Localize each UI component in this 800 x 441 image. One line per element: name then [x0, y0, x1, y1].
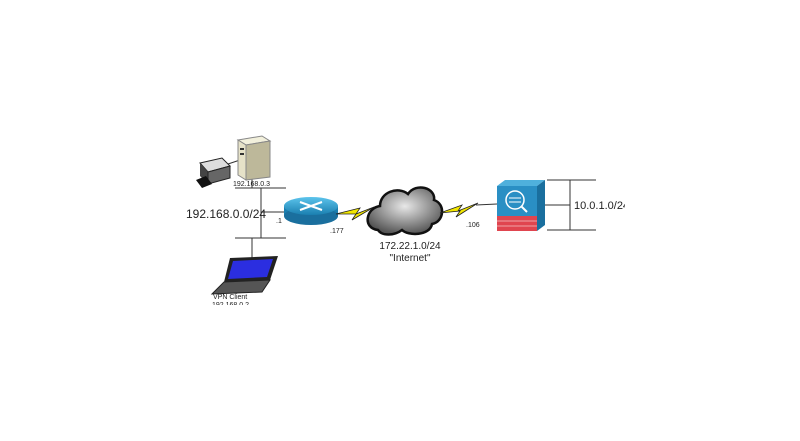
- firewall-wan-if-label: .106: [466, 222, 480, 229]
- inside-subnet-label: 10.0.1.0/24: [574, 200, 629, 212]
- internet-label: "Internet": [389, 253, 430, 264]
- internet-subnet-label: 172.22.1.0/24: [379, 241, 441, 252]
- lightning-link-icon: [439, 202, 479, 218]
- cloud-icon: [366, 186, 444, 236]
- firewall-icon: [497, 180, 545, 231]
- router-lan-if-label: .1: [276, 218, 282, 225]
- server-icon: [236, 135, 272, 181]
- vpn-client-ip-label: 192.168.0.2: [212, 302, 249, 309]
- router-icon: [284, 197, 338, 225]
- printer-icon: [196, 157, 231, 188]
- server-ip-label: 192.168.0.3: [233, 181, 270, 188]
- inside-segment: [545, 179, 596, 231]
- laptop-icon: [210, 256, 278, 295]
- lan-subnet-label: 192.168.0.0/24: [186, 207, 266, 221]
- router-wan-if-label: .177: [330, 228, 344, 235]
- vpn-client-label: VPN Client: [213, 294, 247, 301]
